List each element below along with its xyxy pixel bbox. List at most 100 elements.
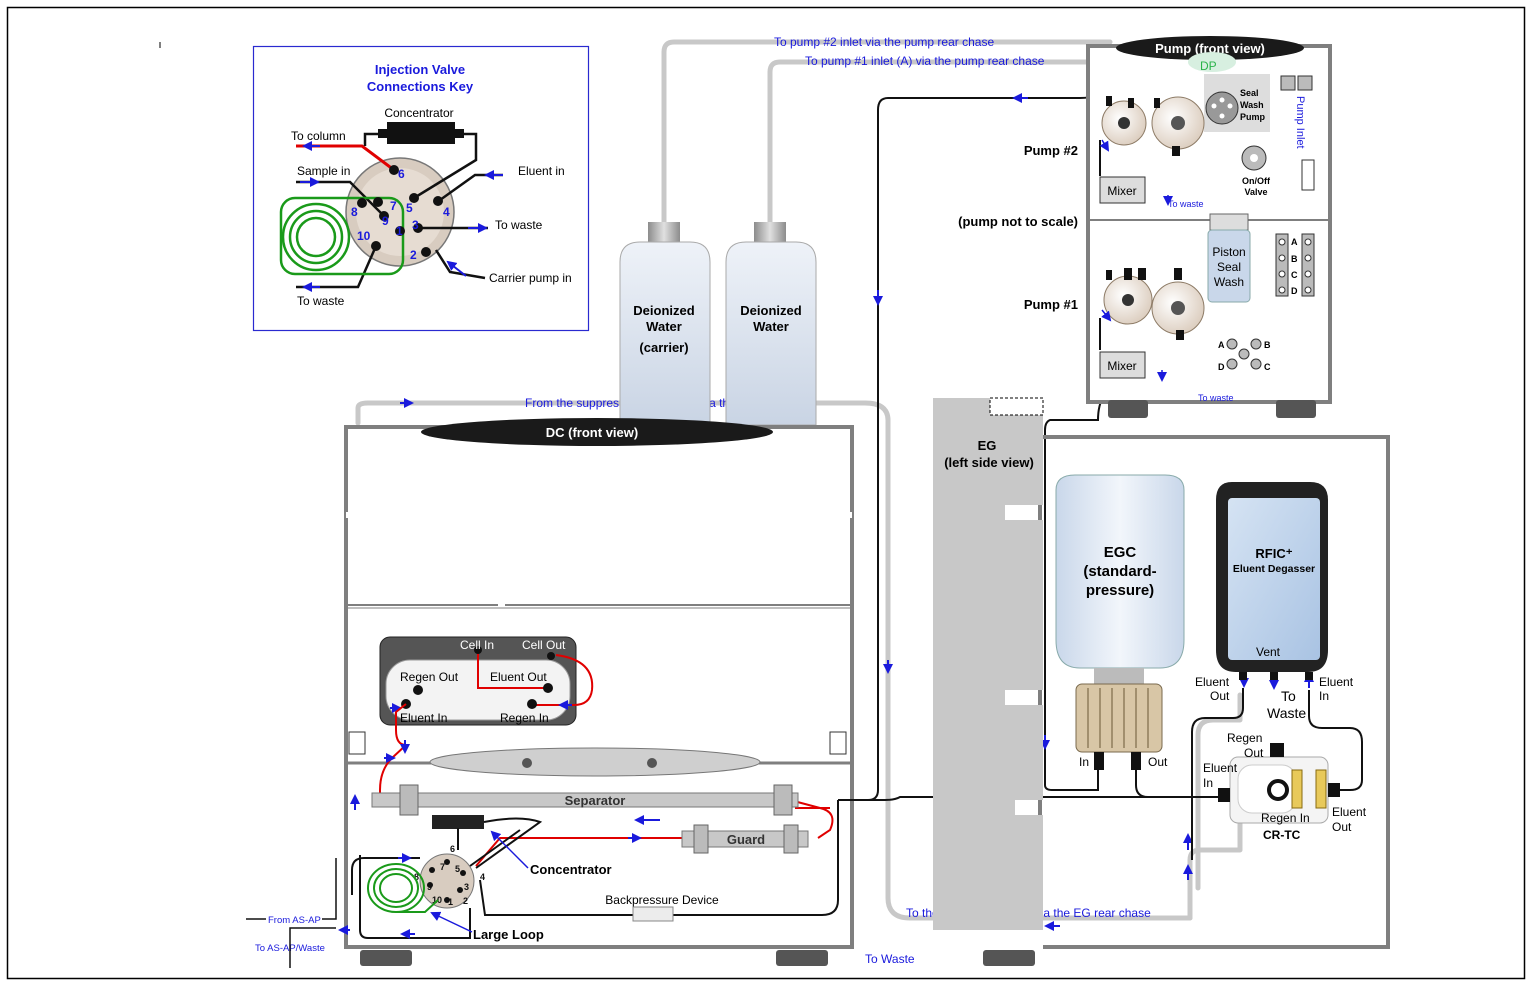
key-to-column: To column bbox=[291, 129, 346, 143]
key-sample-in: Sample in bbox=[297, 164, 350, 178]
pump-module: Pump (front view) DP Pump #2 (pump not t… bbox=[958, 36, 1330, 418]
prop-b: B bbox=[1264, 340, 1271, 350]
injection-valve-key: Injection Valve Connections Key Concentr… bbox=[254, 47, 589, 331]
crtc-regen-out1: Regen bbox=[1227, 731, 1262, 745]
degas-eluent-in1: Eluent bbox=[1319, 675, 1354, 689]
separator-label: Separator bbox=[565, 793, 626, 808]
psw-2: Seal bbox=[1217, 260, 1241, 274]
water-bottle-line2: Water bbox=[753, 319, 789, 334]
key-concentrator bbox=[387, 122, 455, 144]
degas-eluent-out2: Out bbox=[1210, 689, 1230, 703]
key-port-4: 4 bbox=[443, 205, 450, 219]
cell-out-label: Cell Out bbox=[522, 638, 566, 652]
pump2-label: Pump #2 bbox=[1024, 143, 1078, 158]
key-port-8: 8 bbox=[351, 205, 358, 219]
key-port-6: 6 bbox=[398, 167, 405, 181]
eg-title2: (left side view) bbox=[944, 455, 1034, 470]
key-to-waste-bottom: To waste bbox=[297, 294, 345, 308]
pump-letter-d: D bbox=[1291, 286, 1298, 296]
vent-label: Vent bbox=[1256, 645, 1281, 659]
pump1-label: Pump #1 bbox=[1024, 297, 1078, 312]
degas-eluent-in2: In bbox=[1319, 689, 1329, 703]
seal-wash-1: Seal bbox=[1240, 88, 1259, 98]
key-concentrator-label: Concentrator bbox=[384, 106, 453, 120]
svg-text:1: 1 bbox=[448, 897, 453, 907]
egc-line2: (standard- bbox=[1083, 563, 1156, 580]
svg-text:4: 4 bbox=[480, 872, 485, 882]
pump-letter-b: B bbox=[1291, 254, 1298, 264]
route-to-pump1: To pump #1 inlet (A) via the pump rear c… bbox=[805, 54, 1045, 68]
carrier-water-bottle: Deionized Water (carrier) bbox=[620, 222, 710, 425]
svg-text:6: 6 bbox=[450, 844, 455, 854]
degas-to-waste2: Waste bbox=[1267, 705, 1306, 721]
crtc-regen-in: Regen In bbox=[1261, 811, 1310, 825]
water-bottle-line1: Deionized bbox=[740, 303, 801, 318]
pump1-to-waste: To waste bbox=[1198, 393, 1234, 403]
eluent-in-label: Eluent In bbox=[400, 711, 447, 725]
svg-text:9: 9 bbox=[427, 882, 432, 892]
key-title-line1: Injection Valve bbox=[375, 62, 465, 77]
cr-tc: Regen Out Eluent In Regen In CR-TC Eluen… bbox=[1203, 731, 1367, 842]
pump-not-to-scale: (pump not to scale) bbox=[958, 214, 1078, 229]
egc-line3: pressure) bbox=[1086, 582, 1154, 599]
crtc-eluent-out1: Eluent bbox=[1332, 805, 1367, 819]
egc-cartridge: EGC (standard- pressure) In Out bbox=[1056, 475, 1184, 770]
svg-text:3: 3 bbox=[464, 882, 469, 892]
rfic-label: RFIC⁺ bbox=[1255, 546, 1292, 561]
onoff-valve-2: Valve bbox=[1244, 187, 1267, 197]
key-port-5: 5 bbox=[406, 201, 413, 215]
degas-eluent-out1: Eluent bbox=[1195, 675, 1230, 689]
eluent-out-label: Eluent Out bbox=[490, 670, 547, 684]
egc-line1: EGC bbox=[1104, 544, 1137, 561]
psw-1: Piston bbox=[1212, 245, 1245, 259]
crtc-eluent-in2: In bbox=[1203, 776, 1213, 790]
key-title-line2: Connections Key bbox=[367, 79, 474, 94]
key-eluent-in: Eluent in bbox=[518, 164, 565, 178]
carrier-bottle-line3: (carrier) bbox=[639, 340, 688, 355]
egc-out-label: Out bbox=[1148, 755, 1168, 769]
pump-dp-label: DP bbox=[1200, 59, 1217, 73]
eg-title1: EG bbox=[978, 438, 997, 453]
regen-out-label: Regen Out bbox=[400, 670, 459, 684]
suppressor: Cell In Cell Out Regen Out Eluent Out El… bbox=[380, 637, 592, 725]
key-port-2: 2 bbox=[410, 248, 417, 262]
pump2-to-waste: To waste bbox=[1168, 199, 1204, 209]
backpressure-label: Backpressure Device bbox=[605, 893, 719, 907]
regen-in-label: Regen In bbox=[500, 711, 549, 725]
svg-text:5: 5 bbox=[455, 864, 460, 874]
prop-d: D bbox=[1218, 362, 1225, 372]
dc-title: DC (front view) bbox=[546, 425, 638, 440]
crtc-eluent-out2: Out bbox=[1332, 820, 1352, 834]
guard-label: Guard bbox=[727, 832, 765, 847]
egc-in-label: In bbox=[1079, 755, 1089, 769]
water-bottle: Deionized Water bbox=[726, 222, 816, 425]
route-from-asap: From AS-AP bbox=[268, 915, 321, 926]
crtc-label: CR-TC bbox=[1263, 828, 1301, 842]
seal-wash-3: Pump bbox=[1240, 112, 1266, 122]
pump-inlet-label: Pump Inlet bbox=[1294, 96, 1306, 149]
pump-letter-c: C bbox=[1291, 270, 1298, 280]
seal-wash-2: Wash bbox=[1240, 100, 1264, 110]
key-port-9: 9 bbox=[382, 214, 389, 228]
key-port-3: 3 bbox=[412, 218, 419, 232]
svg-text:7: 7 bbox=[440, 862, 445, 872]
route-to-pump2: To pump #2 inlet via the pump rear chase bbox=[774, 35, 994, 49]
large-loop-label: Large Loop bbox=[473, 927, 544, 942]
mixer1-label: Mixer bbox=[1107, 359, 1136, 373]
pump-letter-a: A bbox=[1291, 237, 1298, 247]
key-port-7: 7 bbox=[390, 199, 397, 213]
crtc-eluent-in1: Eluent bbox=[1203, 761, 1238, 775]
mixer2-label: Mixer bbox=[1107, 184, 1136, 198]
dc-concentrator-label: Concentrator bbox=[530, 862, 612, 877]
carrier-bottle-line2: Water bbox=[646, 319, 682, 334]
cell-in-label: Cell In bbox=[460, 638, 494, 652]
carrier-bottle-line1: Deionized bbox=[633, 303, 694, 318]
key-to-waste-right: To waste bbox=[495, 218, 543, 232]
degasser-label: Eluent Degasser bbox=[1233, 563, 1315, 575]
degas-to-waste1: To bbox=[1281, 688, 1296, 704]
svg-text:2: 2 bbox=[463, 896, 468, 906]
crtc-regen-out2: Out bbox=[1244, 746, 1264, 760]
prop-c: C bbox=[1264, 362, 1271, 372]
